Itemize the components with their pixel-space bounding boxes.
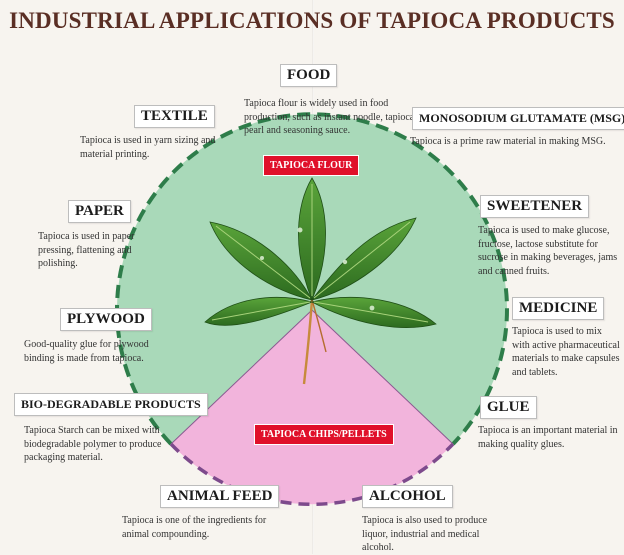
animal-feed-label: ANIMAL FEED xyxy=(160,485,280,508)
paper-label: PAPER xyxy=(68,200,131,223)
food-label: FOOD xyxy=(280,64,338,87)
chips-border xyxy=(169,442,455,507)
biodegradable-label: BIO-DEGRADABLE PRODUCTS xyxy=(14,393,208,416)
msg-label: MONOSODIUM GLUTAMATE (MSG) xyxy=(412,107,624,130)
glue-description: Tapioca is an important material in maki… xyxy=(478,425,618,450)
alcohol-description: Tapioca is also used to produce liquor, … xyxy=(362,515,488,553)
plywood-label: PLYWOOD xyxy=(60,308,152,331)
tapioca-flour-tag: TAPIOCA FLOUR xyxy=(263,155,360,176)
sweetener-description: Tapioca is used to make glucose, fructos… xyxy=(478,225,618,277)
medicine-label: MEDICINE xyxy=(512,297,605,320)
textile-label: TEXTILE xyxy=(134,105,215,128)
chips-region xyxy=(171,310,453,505)
food-description: Tapioca flour is widely used in food pro… xyxy=(244,98,415,136)
glue-label: GLUE xyxy=(480,396,537,419)
wedge-edge-left xyxy=(170,309,313,445)
wedge-edge-right xyxy=(311,309,454,445)
biodegradable-description: Tapioca Starch can be mixed with biodegr… xyxy=(24,425,162,463)
alcohol-label: ALCOHOL xyxy=(362,485,453,508)
tapioca-chips-tag: TAPIOCA CHIPS/PELLETS xyxy=(254,424,394,445)
cassava-leaf-icon xyxy=(204,177,437,385)
sweetener-label: SWEETENER xyxy=(480,195,590,218)
plywood-description: Good-quality glue for plywood binding is… xyxy=(24,339,149,364)
msg-description: Tapioca is a prime raw material in makin… xyxy=(410,136,606,147)
textile-description: Tapioca is used in yarn sizing and mater… xyxy=(80,135,216,160)
paper-description: Tapioca is used in paper pressing, flatt… xyxy=(38,231,135,269)
animal-feed-description: Tapioca is one of the ingredients for an… xyxy=(122,515,267,540)
medicine-description: Tapioca is used to mix with active pharm… xyxy=(512,326,620,378)
page-title: INDUSTRIAL APPLICATIONS OF TAPIOCA PRODU… xyxy=(9,8,615,33)
